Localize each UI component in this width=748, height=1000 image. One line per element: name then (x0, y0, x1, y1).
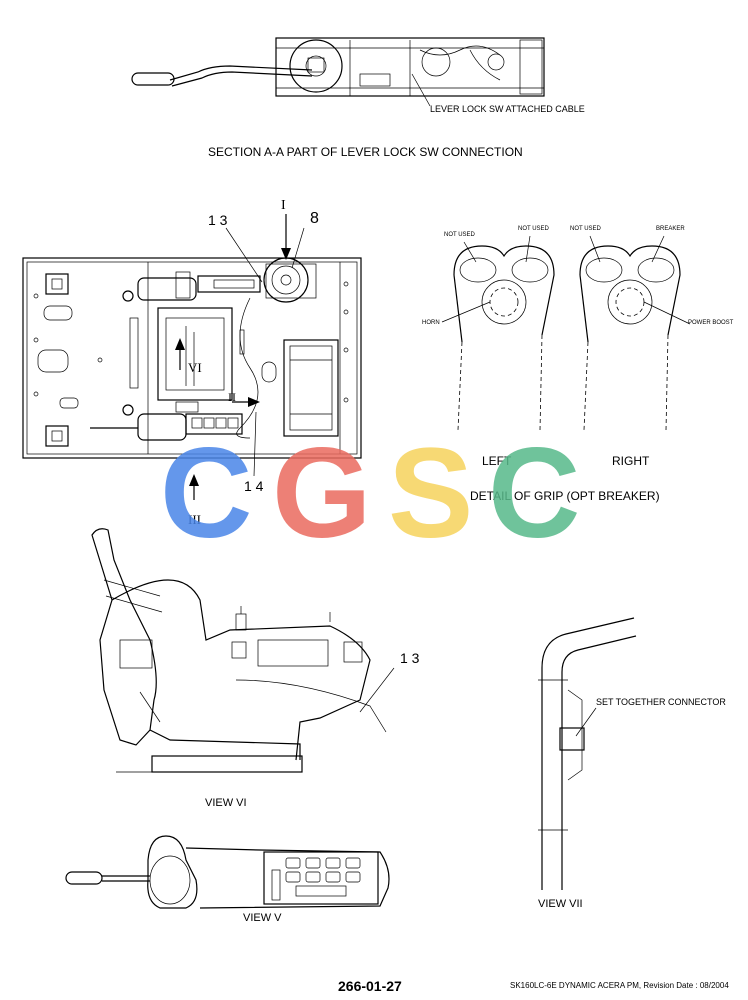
grip-left-top-right-label: NOT USED (518, 226, 549, 232)
grip-right-caption: RIGHT (612, 454, 650, 468)
lever-lock-cable-label: LEVER LOCK SW ATTACHED CABLE (430, 104, 585, 114)
grip-detail-caption: DETAIL OF GRIP (OPT BREAKER) (470, 489, 660, 503)
view-vii-drawing (538, 617, 637, 890)
grip-left-caption: LEFT (482, 454, 512, 468)
callout-II: II (228, 390, 236, 404)
grip-right-top-right-label: BREAKER (656, 226, 685, 232)
view-v-drawing (65, 835, 390, 909)
callout-VI: VI (188, 360, 202, 375)
callout-13-view: 1 3 (400, 650, 420, 666)
revision-note: SK160LC-6E DYNAMIC ACERA PM, Revision Da… (510, 981, 729, 990)
grip-left-top-left-label: NOT USED (444, 232, 475, 238)
page-number: 266-01-27 (338, 978, 402, 994)
view-vi-caption: VIEW VI (205, 797, 247, 809)
view-v-caption: VIEW V (243, 912, 282, 924)
callout-13-top: 1 3 (208, 212, 228, 228)
callout-14: 1 4 (244, 478, 264, 494)
grip-right-top-left-label: NOT USED (570, 226, 601, 232)
watermark-letter-s: S (388, 422, 474, 565)
grip-left-drawing (441, 235, 555, 431)
callout-I: I (281, 198, 286, 213)
view-vii-caption: VIEW VII (538, 898, 583, 910)
grip-right-power-boost-label: POWER BOOST (688, 320, 734, 326)
view-vi-drawing (91, 528, 395, 773)
connector-label: SET TOGETHER CONNECTOR (596, 697, 726, 707)
section-caption: SECTION A-A PART OF LEVER LOCK SW CONNEC… (208, 145, 523, 159)
callout-III: III (188, 512, 201, 527)
grip-left-horn-label: HORN (422, 320, 440, 326)
watermark-letter-c1: C (160, 422, 253, 565)
lever-lock-section-drawing (131, 37, 545, 107)
watermark: C G S C (160, 430, 600, 560)
grip-right-drawing (579, 235, 691, 431)
console-top-view-drawing (22, 214, 362, 500)
watermark-letter-c2: C (488, 422, 581, 565)
callout-8: 8 (310, 210, 319, 227)
watermark-letter-g: G (272, 422, 372, 565)
